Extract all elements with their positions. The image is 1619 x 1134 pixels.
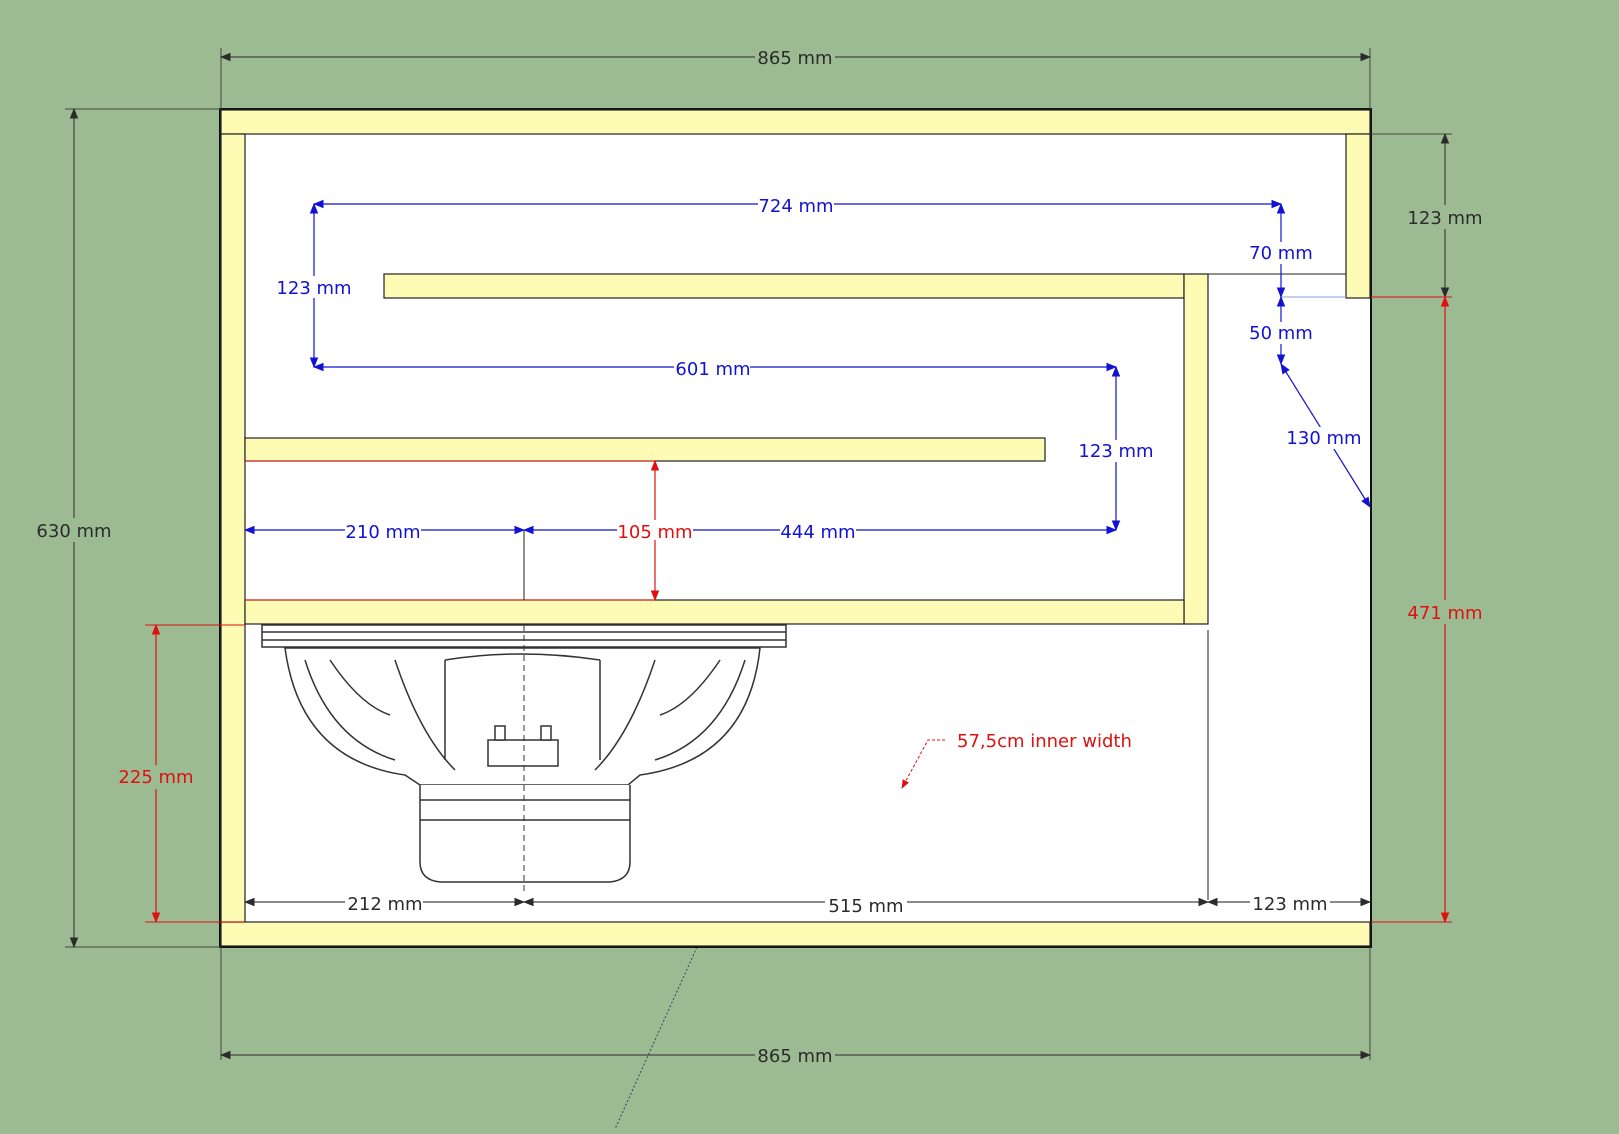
dim-outer-width-top: 865 mm (219, 45, 1372, 109)
dim-diagonal-130: 130 mm (1280, 363, 1371, 508)
dim-right-port-height: 471 mm (1371, 295, 1485, 924)
label-outer-width-bottom: 865 mm (757, 1046, 832, 1067)
dim-outer-height: 630 mm (34, 107, 220, 949)
label-bottom-center: 515 mm (828, 896, 903, 917)
port-lower-panel (244, 599, 1185, 625)
label-gap-50: 50 mm (1249, 323, 1313, 344)
label-port-mid-height: 123 mm (1078, 441, 1153, 462)
dim-bottom-left: 212 mm (243, 891, 526, 915)
top-wall (220, 109, 1371, 135)
label-port-top-length: 724 mm (758, 196, 833, 217)
dim-port-top-height: 123 mm (276, 202, 352, 369)
dim-right-top-section: 123 mm (1371, 132, 1485, 299)
label-lower-right: 444 mm (780, 522, 855, 543)
dim-port-mid-length: 601 mm (312, 357, 1118, 380)
dim-bottom-right: 123 mm (1206, 891, 1372, 915)
dim-port-mid-height: 123 mm (1078, 365, 1154, 532)
label-driver-height: 225 mm (118, 767, 193, 788)
label-port-top-height: 123 mm (276, 278, 351, 299)
dim-driver-height: 225 mm (116, 623, 245, 924)
label-gap-70: 70 mm (1249, 243, 1313, 264)
dim-gap-50: 50 mm (1246, 295, 1316, 366)
dim-bottom-center: 515 mm (522, 893, 1210, 917)
bottom-wall (220, 921, 1371, 947)
subwoofer-driver-icon (261, 624, 787, 895)
dim-lower-left: 210 mm (243, 520, 526, 543)
label-right-top-section: 123 mm (1407, 208, 1482, 229)
label-inner-width-note: 57,5cm inner width (957, 731, 1132, 752)
label-bottom-right: 123 mm (1252, 894, 1327, 915)
right-port-wall (1345, 133, 1371, 299)
label-diagonal-130: 130 mm (1286, 428, 1361, 449)
left-wall (220, 133, 246, 923)
label-lower-left: 210 mm (345, 522, 420, 543)
dim-lower-center: 105 mm (617, 459, 693, 602)
dim-port-top-length: 724 mm (312, 194, 1283, 217)
label-port-mid-length: 601 mm (675, 359, 750, 380)
dim-outer-width-bottom: 865 mm (219, 947, 1372, 1067)
label-bottom-left: 212 mm (347, 894, 422, 915)
port-middle-panel (244, 437, 1046, 462)
port-vertical-panel (1183, 273, 1209, 625)
label-lower-center: 105 mm (617, 522, 692, 543)
label-right-port-height: 471 mm (1407, 603, 1482, 624)
label-outer-height: 630 mm (36, 521, 111, 542)
label-outer-width-top: 865 mm (757, 48, 832, 69)
port-upper-panel (383, 273, 1185, 299)
dim-gap-70: 70 mm (1246, 202, 1316, 299)
arrow-icon (901, 739, 945, 789)
construction-guide-line (614, 946, 698, 1130)
inner-width-note: 57,5cm inner width (901, 731, 1132, 789)
